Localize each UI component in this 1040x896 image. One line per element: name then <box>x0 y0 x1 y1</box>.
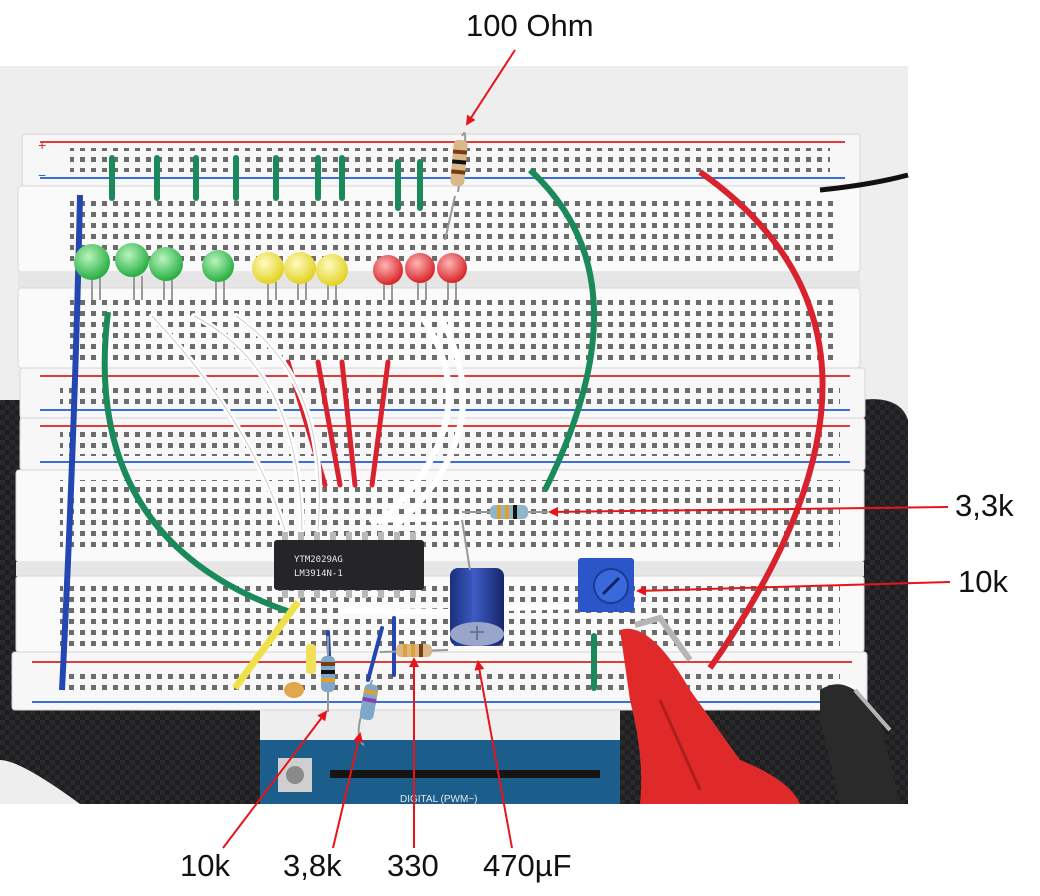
label-3-8k: 3,8k <box>283 848 342 883</box>
chip-marking-1: YTM2029AG <box>294 555 343 565</box>
svg-text:−: − <box>38 167 46 183</box>
label-470uf: 470µF <box>483 848 572 883</box>
alligator-clip-red <box>620 614 800 804</box>
wire-green-right <box>527 167 597 492</box>
chip-marking-2: LM3914N-1 <box>294 569 343 579</box>
led-yellow-2 <box>284 252 316 284</box>
arduino-digital-label: DIGITAL (PWM~) <box>400 794 478 805</box>
label-3-3k: 3,3k <box>955 488 1014 523</box>
led-yellow-1 <box>252 252 284 284</box>
resistor-3-3k <box>462 505 548 519</box>
wire-black <box>819 172 909 193</box>
carbon-mat-bottom <box>0 700 260 804</box>
ceramic-capacitor <box>284 682 304 698</box>
carbon-mat-right <box>860 399 908 690</box>
label-330: 330 <box>387 848 439 883</box>
arrow-3-8k <box>332 732 364 849</box>
arrow-10k <box>222 710 328 849</box>
led-green-3 <box>149 247 183 281</box>
breadboard-bottom <box>11 417 868 711</box>
wire-green-long <box>101 311 291 615</box>
svg-text:+: + <box>38 137 46 153</box>
alligator-clip-black <box>820 684 900 804</box>
lm3914-chip: YTM2029AG LM3914N-1 <box>274 532 424 598</box>
potentiometer-10k <box>578 558 634 612</box>
wire-red-right <box>698 169 826 670</box>
resistor-330 <box>379 644 449 657</box>
small-yellow-part <box>306 644 316 674</box>
carbon-mat-left <box>0 400 20 720</box>
led-red-3 <box>437 253 467 283</box>
led-red-1 <box>373 255 403 285</box>
arrow-pot-10k <box>636 581 951 596</box>
arrow-470uf <box>474 660 513 849</box>
led-green-1 <box>74 244 110 280</box>
arrow-100-ohm <box>465 49 516 126</box>
led-green-2 <box>115 243 149 277</box>
resistor-100-ohm <box>444 132 468 241</box>
green-jumpers-top <box>109 155 423 211</box>
arrow-3-3k <box>548 506 949 517</box>
resistor-10k-bottom <box>321 636 335 712</box>
led-row <box>74 243 467 286</box>
led-yellow-3 <box>316 254 348 286</box>
label-pot-10k: 10k <box>958 564 1008 599</box>
wire-yellow <box>232 599 301 691</box>
capacitor-470uf <box>450 519 504 646</box>
led-red-2 <box>405 253 435 283</box>
led-green-4 <box>202 250 234 282</box>
arduino-board: DIGITAL (PWM~) <box>260 740 620 805</box>
annotation-arrows <box>222 49 951 849</box>
label-100-ohm: 100 Ohm <box>466 8 594 43</box>
label-10k: 10k <box>180 848 230 883</box>
